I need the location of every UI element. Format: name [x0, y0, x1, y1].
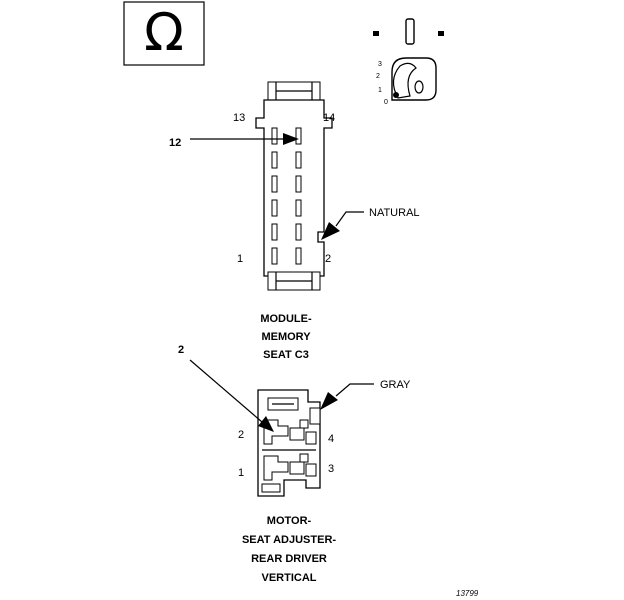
- natural-arrowhead: [321, 222, 340, 240]
- motor-pin-3-label: 3: [328, 463, 334, 475]
- key-position-2: 2: [376, 73, 380, 80]
- key-position-1: 1: [378, 87, 382, 94]
- module-pin-13-label: 13: [233, 112, 245, 124]
- module-color-label: NATURAL: [369, 207, 420, 219]
- omega-icon: Ω: [144, 3, 184, 63]
- omega-symbol-box: Ω: [123, 1, 205, 66]
- module-connector: 13 14 12 1 2 NATURAL MODULE- MEMORY SEAT…: [169, 81, 420, 361]
- module-pin-1-label: 1: [237, 253, 243, 265]
- key-position-0: 0: [384, 99, 388, 106]
- motor-connector: 2 2 4 1 3 GRAY MOTOR- SEAT ADJUSTER- REA…: [178, 344, 411, 584]
- key-switch-icon: 3 2 1 0: [373, 18, 444, 106]
- module-pin-12-label: 12: [169, 137, 181, 149]
- module-caption-line1: MODULE-: [260, 313, 312, 325]
- module-caption-line2: MEMORY: [261, 331, 311, 343]
- motor-caption-line4: VERTICAL: [262, 572, 317, 584]
- pin-12-arrowhead: [283, 133, 299, 145]
- motor-pin-2-arrowhead: [258, 416, 274, 432]
- module-caption-line3: SEAT C3: [263, 349, 309, 361]
- motor-pin-1-label: 1: [238, 467, 244, 479]
- motor-callout-pin-label: 2: [178, 344, 184, 356]
- motor-caption-line3: REAR DRIVER: [251, 553, 327, 565]
- motor-caption-line1: MOTOR-: [267, 515, 312, 527]
- motor-pin-2-label: 2: [238, 429, 244, 441]
- module-pin-2-label: 2: [325, 253, 331, 265]
- motor-caption-line2: SEAT ADJUSTER-: [242, 534, 336, 546]
- key-position-3: 3: [378, 61, 382, 68]
- module-pin-14-label: 14: [323, 112, 335, 124]
- figure-reference: 13799: [456, 589, 479, 598]
- gray-arrowhead: [320, 392, 338, 410]
- motor-color-label: GRAY: [380, 379, 411, 391]
- motor-pin-4-label: 4: [328, 433, 334, 445]
